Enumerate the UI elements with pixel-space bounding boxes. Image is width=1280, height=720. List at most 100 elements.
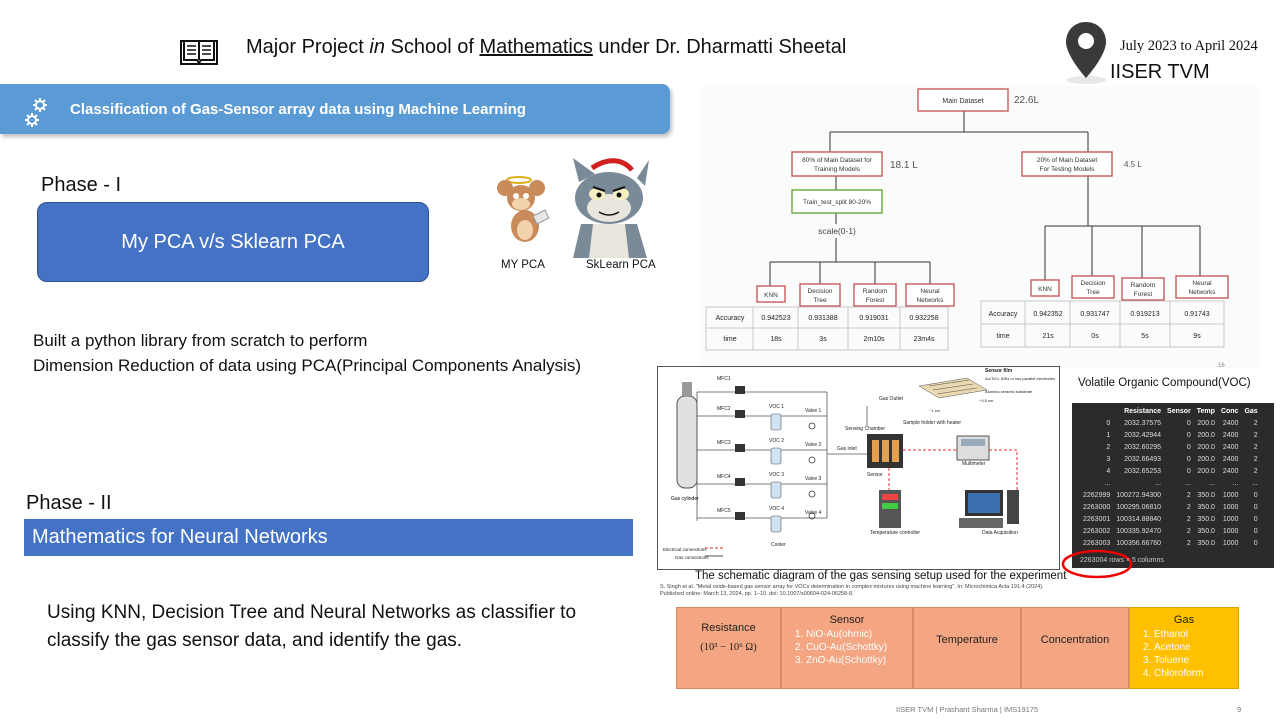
label-gas-inlet: Gas inlet [837, 446, 857, 452]
feature-gas: Gas Ethanol Acetone Toluene Chloroform [1129, 607, 1239, 689]
label-substrate: Alumina ceramic substrate [985, 389, 1033, 394]
test-time-rf: 5s [1141, 333, 1149, 340]
label-valve1: Valve 1 [805, 408, 822, 414]
test-time-dt: 0s [1091, 333, 1099, 340]
test-acc-nn: 0.91743 [1184, 311, 1209, 318]
list-item: ZnO-Au(Schottky) [806, 654, 912, 667]
phase1-description: Built a python library from scratch to p… [33, 331, 582, 375]
page-number: 9 [1237, 705, 1242, 714]
row-count-highlight [1061, 549, 1133, 579]
schematic-reference: S. Singh et al. "Metal oxide-based gas s… [660, 584, 1044, 597]
test-model-rf-1: Random [1131, 282, 1156, 289]
list-item: NiO-Au(ohmic) [806, 628, 912, 641]
train-time-rf: 2m10s [863, 336, 885, 343]
banner-text: Classification of Gas-Sensor array data … [70, 101, 526, 118]
label-valve3: Valve 3 [805, 476, 822, 482]
label-daq: Data Acquisition [982, 530, 1018, 536]
label-mfc3: MFC3 [717, 440, 731, 446]
location-pin-icon [1066, 22, 1106, 84]
tree-train-size: 18.1 L [890, 160, 918, 171]
test-model-rf-2: Forest [1134, 291, 1153, 298]
test-model-nn-2: Networks [1188, 289, 1216, 296]
train-model-dt-2: Tree [813, 297, 827, 304]
train-row-accuracy: Accuracy [716, 315, 745, 322]
train-row-time: time [723, 336, 736, 343]
train-time-knn: 18s [770, 336, 782, 343]
label-mfc4: MFC4 [717, 474, 731, 480]
tree-test-line2: For Testing Models [1040, 166, 1096, 173]
tree-train-line1: 80% of Main Dataset for [802, 157, 873, 164]
pca-comparison-box: My PCA v/s Sklearn PCA [37, 202, 429, 282]
test-time-knn: 21s [1042, 333, 1054, 340]
test-acc-dt: 0.931747 [1080, 311, 1109, 318]
voc-header-row: Resistance Sensor Temp Conc Gas [1124, 407, 1258, 415]
label-voc1: VOC 1 [769, 404, 784, 410]
label-mfc1: MFC1 [717, 376, 731, 382]
train-time-dt: 3s [819, 336, 827, 343]
test-model-nn-1: Neural [1192, 280, 1212, 287]
tree-train-line2: Training Models [814, 166, 861, 173]
train-acc-nn: 0.932258 [909, 315, 938, 322]
label-sample-holder: Sample holder with heater [903, 420, 961, 426]
label-electrical: Electrical connections [663, 547, 707, 552]
train-acc-knn: 0.942523 [761, 315, 790, 322]
tree-test-size: 4.5 L [1124, 160, 1142, 169]
label-voc2: VOC 2 [769, 438, 784, 444]
topic-banner [0, 84, 670, 134]
label-valve2: Valve 2 [805, 442, 822, 448]
label-mfc2: MFC2 [717, 406, 731, 412]
tree-test-line1: 20% of Main Dataset [1037, 157, 1098, 164]
label-dim2: ~0.5 cm [979, 398, 994, 403]
feature-temperature: Temperature [913, 607, 1021, 689]
cartoon-label-right: SkLearn PCA [586, 259, 656, 271]
label-sensing-chamber: Sensing Chamber [845, 426, 885, 432]
list-item: Ethanol [1154, 628, 1238, 641]
label-voc4: VOC 4 [769, 506, 784, 512]
slide-footer: IISER TVM | Prashant Sharma | IMS19175 [896, 705, 1039, 714]
phase2-label: Phase - II [26, 492, 112, 514]
train-model-dt-1: Decision [808, 288, 833, 295]
train-acc-dt: 0.931388 [808, 315, 837, 322]
label-temp-controller: Temperature controller [870, 530, 920, 536]
list-item: CuO-Au(Schottky) [806, 641, 912, 654]
label-gas-outlet: Gas Outlet [879, 396, 904, 402]
list-item: Chloroform [1154, 667, 1238, 680]
feature-resistance: Resistance (10³ − 10⁶ Ω) [676, 607, 781, 689]
train-model-nn-2: Networks [916, 297, 944, 304]
page-title: Major Project in School of Mathematics u… [246, 36, 847, 58]
feature-concentration: Concentration [1021, 607, 1129, 689]
book-icon [180, 40, 218, 65]
tree-split: Train_test_split 80-20% [803, 199, 871, 206]
institute-name: IISER TVM [1110, 61, 1210, 83]
train-model-knn: KNN [764, 292, 778, 299]
test-acc-knn: 0.942352 [1033, 311, 1062, 318]
feature-row: Resistance (10³ − 10⁶ Ω) Sensor NiO-Au(o… [676, 607, 1239, 689]
test-model-knn: KNN [1038, 286, 1052, 293]
cartoon-label-left: MY PCA [501, 259, 545, 271]
test-row-time: time [996, 333, 1009, 340]
label-sensor-film: Sensor film [985, 368, 1013, 374]
label-voc3: VOC 3 [769, 472, 784, 478]
dataset-tree-diagram: Main Dataset 22.6L 80% of Main Dataset f… [700, 86, 1260, 368]
list-item: Acetone [1154, 641, 1238, 654]
label-gasconn: Gas connections [675, 555, 709, 560]
test-model-dt-1: Decision [1081, 280, 1106, 287]
neural-networks-bar: Mathematics for Neural Networks [24, 519, 633, 556]
label-sensor: Sensor [867, 472, 883, 478]
train-model-rf-2: Forest [866, 297, 885, 304]
project-date: July 2023 to April 2024 [1120, 38, 1258, 54]
train-time-nn: 23m4s [913, 336, 935, 343]
gas-sensing-schematic: Gas cylinder MFC1 MFC2 MFC3 MFC4 MFC5 VO… [657, 366, 1060, 570]
phase1-label: Phase - I [41, 174, 122, 196]
gears-icon [25, 98, 47, 127]
test-row-accuracy: Accuracy [989, 311, 1018, 318]
